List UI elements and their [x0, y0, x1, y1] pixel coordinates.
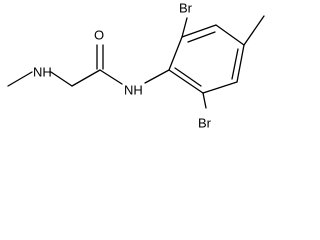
atom-label-amine-nh: NH [33, 64, 52, 79]
molecule-svg: NH O NH Br Br [7, 0, 265, 130]
ring-inner-bond-3 [174, 67, 202, 87]
bond-ring-br-bottom [202, 92, 207, 109]
ring-bond-4 [236, 44, 245, 83]
ring-inner-bond-2 [231, 48, 239, 80]
ring-bond-2 [181, 24, 217, 38]
bond-n-ch2 [50, 71, 73, 87]
bond-carbonyl-n [99, 69, 123, 85]
bond-ring-br-top [181, 17, 188, 38]
ring-inner-bond-1 [187, 31, 216, 43]
ring-bond-5 [202, 81, 238, 94]
atom-label-br-bottom: Br [198, 115, 212, 130]
structure-diagram: NH O NH Br Br [7, 0, 265, 130]
ring-bond-1 [168, 36, 183, 71]
ring-bond-3 [215, 24, 245, 46]
bond-n-ring [144, 69, 170, 84]
bond-methyl-n [7, 71, 33, 87]
atom-label-br-top: Br [179, 0, 193, 15]
atom-label-amide-nh: NH [124, 82, 143, 97]
bond-ch2-carbonyl [71, 69, 101, 87]
ring-bond-6 [168, 69, 204, 94]
atom-label-carbonyl-o: O [94, 27, 104, 42]
bond-ring-methyl [243, 15, 265, 46]
